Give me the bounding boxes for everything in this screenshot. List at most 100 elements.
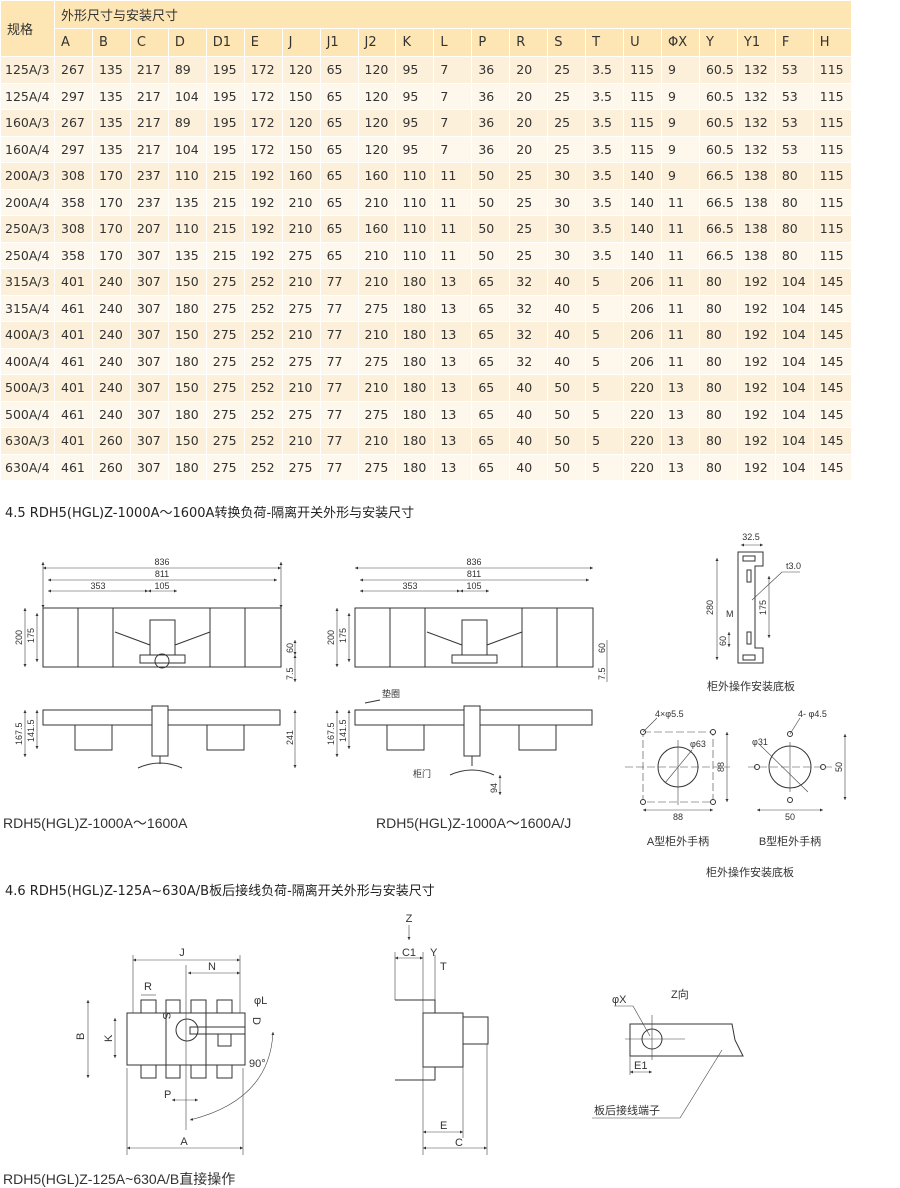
spec-cell: 630A/3 bbox=[0, 427, 55, 455]
spec-cell: 125A/4 bbox=[0, 82, 55, 110]
value-cell: 210 bbox=[281, 321, 321, 349]
value-cell: 192 bbox=[736, 453, 776, 481]
value-cell: 53 bbox=[774, 135, 814, 163]
value-cell: 252 bbox=[243, 294, 283, 322]
value-cell: 32 bbox=[509, 321, 549, 349]
thickness-label: t3.0 bbox=[786, 561, 801, 571]
value-cell: 150 bbox=[281, 135, 321, 163]
value-cell: 150 bbox=[167, 268, 207, 296]
value-cell: 252 bbox=[243, 427, 283, 455]
value-cell: 150 bbox=[167, 374, 207, 402]
value-cell: 80 bbox=[698, 400, 738, 428]
value-cell: 252 bbox=[243, 453, 283, 481]
value-cell: 25 bbox=[547, 56, 587, 84]
door-label: 柜门 bbox=[413, 768, 431, 779]
value-cell: 145 bbox=[812, 374, 853, 402]
value-cell: 138 bbox=[736, 162, 776, 190]
value-cell: 65 bbox=[319, 109, 359, 137]
handle-b-drawing: 4- φ4.5 φ31 50 50 B型柜外手柄 柜外操作安装底板 bbox=[706, 709, 847, 879]
value-cell: 115 bbox=[623, 56, 662, 84]
dim-60: 60 bbox=[285, 643, 295, 653]
value-cell: 217 bbox=[129, 109, 169, 137]
value-cell: 135 bbox=[91, 109, 131, 137]
value-cell: 7 bbox=[433, 82, 473, 110]
value-cell: 110 bbox=[167, 162, 207, 190]
fig-125a-front-drawing: J N R S B K φL D 90° P A RDH5(HGL)Z-125A… bbox=[3, 947, 275, 1187]
dim-141-5: 141.5 bbox=[26, 719, 36, 742]
dim-60: 60 bbox=[597, 643, 607, 653]
value-cell: 275 bbox=[205, 347, 245, 375]
value-cell: 237 bbox=[129, 162, 169, 190]
value-cell: 36 bbox=[471, 82, 511, 110]
value-cell: 240 bbox=[91, 374, 131, 402]
column-header: F bbox=[774, 28, 814, 57]
value-cell: 65 bbox=[471, 347, 511, 375]
value-cell: 275 bbox=[357, 400, 397, 428]
handle-a-drawing: 4×φ5.5 φ63 88 88 A型柜外手柄 bbox=[625, 709, 730, 848]
value-cell: 50 bbox=[471, 162, 511, 190]
value-cell: 275 bbox=[281, 453, 321, 481]
value-cell: 13 bbox=[661, 400, 700, 428]
value-cell: 5 bbox=[585, 294, 625, 322]
value-cell: 307 bbox=[129, 374, 169, 402]
value-cell: 32 bbox=[509, 347, 549, 375]
dim-105: 105 bbox=[154, 581, 169, 591]
spec-cell: 400A/4 bbox=[0, 347, 55, 375]
value-cell: 220 bbox=[623, 400, 662, 428]
value-cell: 252 bbox=[243, 347, 283, 375]
value-cell: 66.5 bbox=[698, 162, 738, 190]
value-cell: 140 bbox=[623, 241, 662, 269]
value-cell: 95 bbox=[395, 82, 435, 110]
fig2-1000a-j-drawing: 836 811 353 105 200 175 60 7.5 167.5 141… bbox=[326, 557, 608, 831]
value-cell: 77 bbox=[319, 400, 359, 428]
holes-label: 4- φ4.5 bbox=[798, 709, 827, 719]
dim-c1: C1 bbox=[402, 947, 416, 959]
value-cell: 145 bbox=[812, 453, 853, 481]
value-cell: 50 bbox=[471, 241, 511, 269]
dim-7-5: 7.5 bbox=[285, 667, 295, 680]
value-cell: 65 bbox=[471, 268, 511, 296]
handle-a-caption: A型柜外手柄 bbox=[647, 834, 709, 848]
value-cell: 66.5 bbox=[698, 215, 738, 243]
value-cell: 275 bbox=[281, 347, 321, 375]
value-cell: 180 bbox=[167, 453, 207, 481]
value-cell: 11 bbox=[433, 241, 473, 269]
value-cell: 210 bbox=[281, 374, 321, 402]
value-cell: 120 bbox=[281, 56, 321, 84]
value-cell: 308 bbox=[54, 162, 93, 190]
z-view-drawing: φX Z向 E1 板后接线端子 bbox=[592, 987, 744, 1119]
value-cell: 110 bbox=[167, 215, 207, 243]
value-cell: 65 bbox=[471, 374, 511, 402]
dim-175: 175 bbox=[758, 600, 768, 615]
value-cell: 461 bbox=[54, 400, 93, 428]
value-cell: 192 bbox=[736, 347, 776, 375]
value-cell: 110 bbox=[395, 162, 435, 190]
m-label: M bbox=[726, 609, 734, 619]
column-header: U bbox=[623, 28, 662, 57]
value-cell: 132 bbox=[736, 135, 776, 163]
value-cell: 53 bbox=[774, 56, 814, 84]
value-cell: 138 bbox=[736, 241, 776, 269]
value-cell: 80 bbox=[698, 374, 738, 402]
value-cell: 206 bbox=[623, 268, 662, 296]
value-cell: 9 bbox=[661, 82, 700, 110]
dim-d: D bbox=[250, 1017, 262, 1025]
column-header: C bbox=[129, 28, 169, 57]
value-cell: 30 bbox=[547, 162, 587, 190]
technical-drawings: 836 811 353 105 200 175 60 7.5 167.5 141… bbox=[3, 532, 847, 1187]
value-cell: 11 bbox=[433, 215, 473, 243]
value-cell: 180 bbox=[395, 374, 435, 402]
value-cell: 89 bbox=[167, 109, 207, 137]
dim-e: E bbox=[440, 1120, 447, 1132]
value-cell: 210 bbox=[357, 241, 397, 269]
value-cell: 215 bbox=[205, 162, 245, 190]
value-cell: 13 bbox=[433, 400, 473, 428]
value-cell: 11 bbox=[661, 188, 700, 216]
value-cell: 50 bbox=[547, 374, 587, 402]
